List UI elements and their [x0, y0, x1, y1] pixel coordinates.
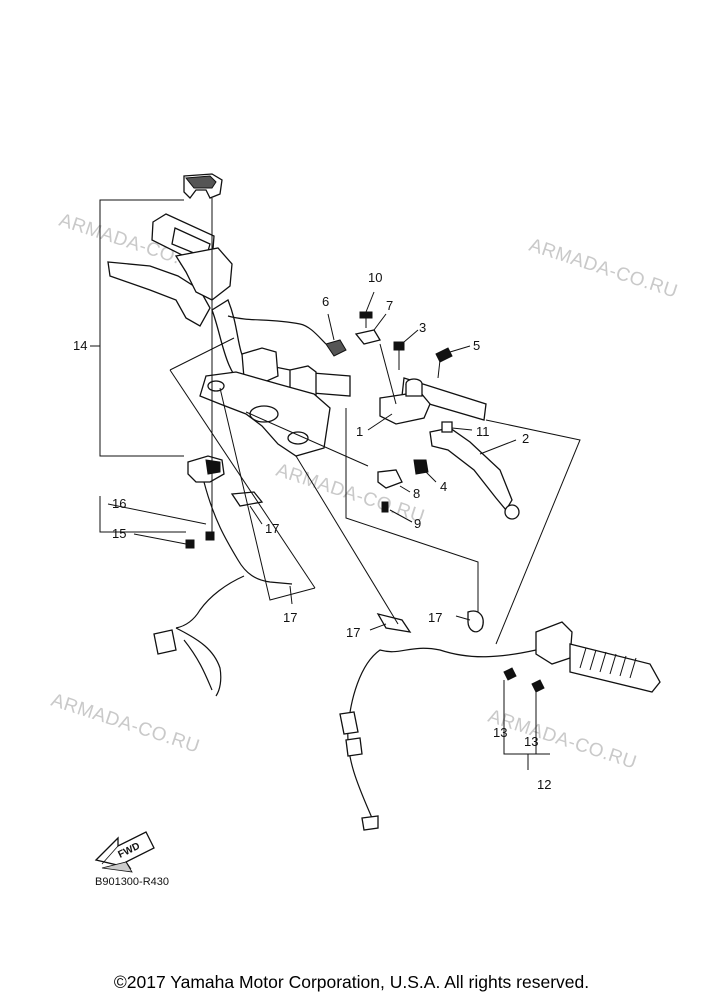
callout-10: 10 — [368, 270, 382, 285]
callout-6: 6 — [322, 294, 329, 309]
left-switch-drawing — [153, 455, 293, 697]
callout-13: 13 — [524, 734, 538, 749]
callout-17: 17 — [265, 521, 279, 536]
callout-14: 14 — [73, 338, 87, 353]
callout-9: 9 — [414, 516, 421, 531]
callout-3: 3 — [419, 320, 426, 335]
callout-15: 15 — [112, 526, 126, 541]
callout-7: 7 — [386, 298, 393, 313]
watermark: ARMADA-CO.RU — [48, 690, 202, 758]
callout-labels: 1 2 3 4 5 6 7 8 9 10 11 12 13 13 14 15 1… — [73, 270, 551, 792]
callout-17: 17 — [283, 610, 297, 625]
handlebar-drawing — [107, 173, 351, 457]
callout-4: 4 — [440, 479, 447, 494]
leader-lines — [90, 198, 581, 770]
drawing-code: B901300-R430 — [95, 876, 170, 888]
copyright-notice: ©2017 Yamaha Motor Corporation, U.S.A. A… — [113, 972, 590, 992]
callout-8: 8 — [413, 486, 420, 501]
fwd-arrow-icon: FWD — [94, 831, 155, 873]
callout-1: 1 — [356, 424, 363, 439]
callout-17: 17 — [428, 610, 442, 625]
watermark: ARMADA-CO.RU — [485, 706, 639, 774]
watermark-group: ARMADA-CO.RU ARMADA-CO.RU ARMADA-CO.RU A… — [48, 210, 680, 774]
watermark: ARMADA-CO.RU — [526, 235, 680, 303]
callout-12: 12 — [537, 777, 551, 792]
callout-11: 11 — [476, 424, 490, 439]
callout-16: 16 — [112, 496, 126, 511]
callout-2: 2 — [522, 431, 529, 446]
callout-17: 17 — [346, 625, 360, 640]
callout-13: 13 — [493, 725, 507, 740]
callout-5: 5 — [473, 338, 480, 353]
clutch-lever-drawing — [325, 311, 520, 520]
